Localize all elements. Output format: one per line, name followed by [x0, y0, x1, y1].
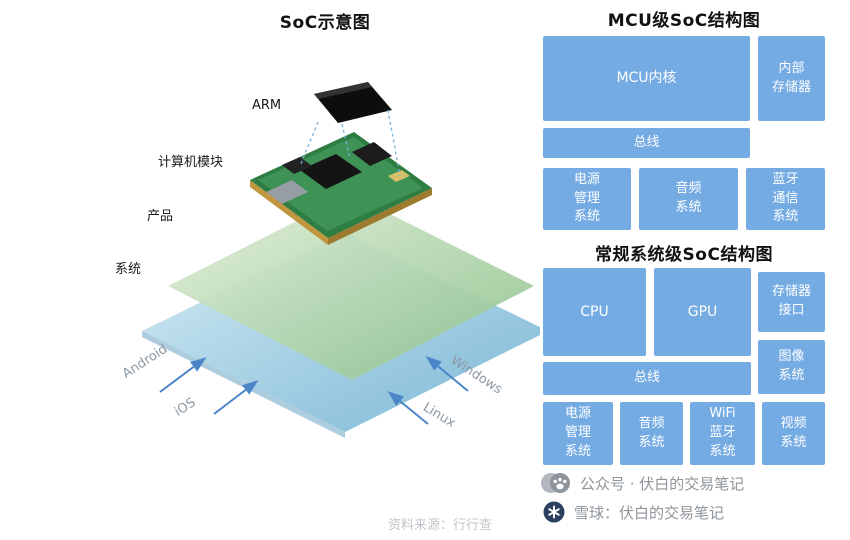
- internal-memory-block: 内部 存储器: [758, 36, 825, 121]
- wifi-bt-block: WiFi 蓝牙 系统: [690, 402, 755, 465]
- paw-icon: [541, 473, 570, 493]
- windows-arrow: [425, 356, 469, 392]
- product-label: 产品: [147, 209, 174, 224]
- pcb-component-gold: [388, 170, 410, 182]
- mcu-diagram-panel: MCU级SoC结构图: [538, 0, 838, 240]
- pcb-chip-main: [300, 154, 362, 189]
- gpu-block: GPU: [654, 268, 751, 356]
- xueqiu-watermark: 雪球：伏白的交易笔记: [542, 500, 724, 524]
- pcb-edge-left: [250, 180, 328, 245]
- audio-block: 音频 系统: [639, 168, 738, 230]
- pcb-connector: [266, 180, 308, 204]
- chip-dashed-line-1: [299, 121, 319, 167]
- wechat-watermark: 公众号 · 伏白的交易笔记: [540, 470, 744, 496]
- mcu-diagram-title: MCU级SoC结构图: [607, 11, 761, 31]
- power-mgmt-block-2: 电源 管理 系统: [543, 402, 613, 465]
- arm-chip-sheen: [314, 82, 372, 99]
- audio-block-2: 音频 系统: [620, 402, 683, 465]
- chip-dashed-line-2: [387, 109, 401, 177]
- source-note: 资料来源：行行查: [388, 518, 493, 533]
- mcu-bus-block: 总线: [543, 128, 750, 158]
- pcb-chip-small: [352, 142, 392, 166]
- ios-arrow: [213, 380, 259, 415]
- android-arrow: [159, 357, 207, 393]
- bluetooth-block: 蓝牙 通信 系统: [746, 168, 825, 230]
- pcb-edge-right: [328, 188, 432, 245]
- pcb-surface: [258, 137, 423, 231]
- linux-arrow: [387, 391, 429, 425]
- arm-label: ARM: [252, 98, 282, 113]
- mcu-core-block: MCU内核: [543, 36, 750, 121]
- soc-3d-diagram: [142, 82, 540, 438]
- soc-schematic-panel: SoC示意图: [115, 13, 540, 438]
- image-system-block: 图像 系统: [758, 340, 825, 394]
- soc-schematic-title: SoC示意图: [279, 13, 371, 33]
- cpu-block: CPU: [543, 268, 646, 356]
- memory-interface-block: 存储器 接口: [758, 272, 825, 332]
- power-mgmt-block: 电源 管理 系统: [543, 168, 631, 230]
- soc-bus-block: 总线: [543, 362, 751, 395]
- pcb-chip-small-2: [282, 157, 312, 174]
- video-system-block: 视频 系统: [762, 402, 825, 465]
- module-label: 计算机模块: [158, 155, 224, 170]
- system-label: 系统: [115, 262, 142, 277]
- wechat-text: 公众号 · 伏白的交易笔记: [580, 474, 745, 493]
- soc-diagram-title: 常规系统级SoC结构图: [595, 245, 773, 265]
- product-layer: [168, 194, 534, 380]
- xueqiu-icon: [543, 501, 565, 523]
- xueqiu-text: 雪球：伏白的交易笔记: [574, 503, 725, 522]
- soc-diagram-panel: 常规系统级SoC结构图: [538, 238, 838, 268]
